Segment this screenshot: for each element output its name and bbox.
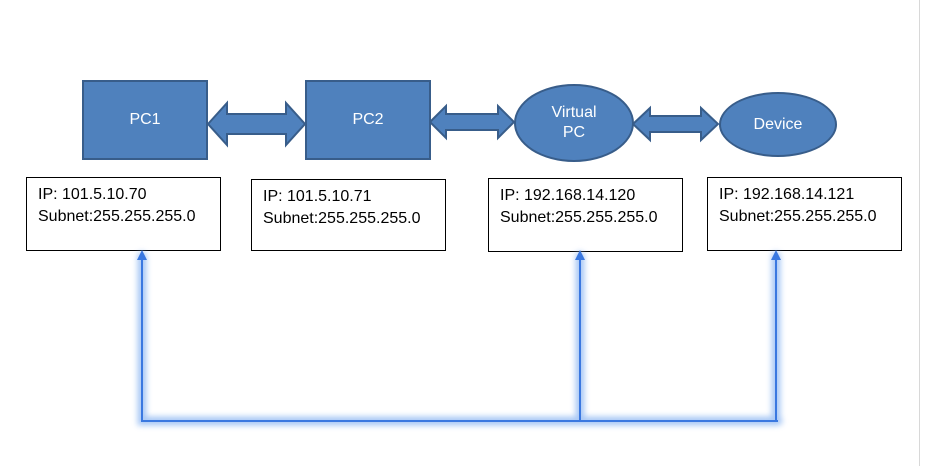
node-device-label: Device [753,115,803,133]
node-pc1: PC1 [82,80,208,160]
subnet-label: Subnet:255.255.255.0 [263,210,421,227]
ip-label: IP: 192.168.14.120 [500,187,636,204]
bus-arrowhead-virtual-pc [575,250,585,260]
ip-label: IP: 101.5.10.71 [263,188,372,205]
bus-line [141,256,778,422]
ip-label: IP: 192.168.14.121 [719,186,855,203]
node-virtual-pc-label-line2: PC [562,124,586,141]
node-virtual-pc-label-line1: Virtual [551,104,597,121]
node-pc1-label: PC1 [129,111,161,128]
subnet-label: Subnet:255.255.255.0 [719,208,877,225]
bus-arrowhead-device [771,250,781,260]
node-pc2: PC2 [305,80,431,160]
bus-arrowhead-pc1 [137,250,147,260]
node-device: Device [719,92,837,157]
subnet-label: Subnet:255.255.255.0 [38,208,196,225]
ip-label: IP: 101.5.10.70 [38,186,147,203]
info-box-pc2: IP: 101.5.10.71 Subnet:255.255.255.0 [251,179,446,251]
arrow-virtual-pc-device [631,105,720,143]
page-edge-divider [919,0,920,466]
info-box-virtual-pc: IP: 192.168.14.120 Subnet:255.255.255.0 [488,178,683,252]
info-box-device: IP: 192.168.14.121 Subnet:255.255.255.0 [707,177,902,251]
node-virtual-pc: Virtual PC [514,84,634,162]
info-box-pc1: IP: 101.5.10.70 Subnet:255.255.255.0 [26,177,221,251]
subnet-label: Subnet:255.255.255.0 [500,209,658,226]
node-pc2-label: PC2 [352,111,384,128]
bus-glow [137,251,783,426]
